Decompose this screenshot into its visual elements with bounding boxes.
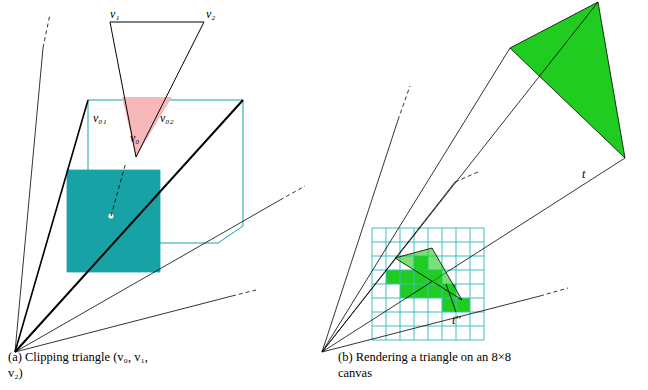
grid-line xyxy=(372,340,484,341)
pixel xyxy=(400,270,414,284)
vertex-label: v₀ xyxy=(130,132,140,145)
far-plane xyxy=(88,100,243,226)
label-text: t xyxy=(582,167,585,181)
pixel xyxy=(414,284,428,298)
pixel xyxy=(400,284,414,298)
frustum-edge xyxy=(322,120,398,352)
frustum-edge xyxy=(15,100,243,352)
vertex-label: v₂ xyxy=(206,8,216,21)
projection-ray xyxy=(322,158,625,352)
label-text: v₂ xyxy=(206,7,216,21)
leader-line xyxy=(446,284,456,312)
pixel xyxy=(386,270,400,284)
figure-b xyxy=(322,2,625,352)
vertex-label: v₀₂ xyxy=(160,112,174,125)
frustum-edge xyxy=(322,296,540,352)
subfigure-caption: (b) Rendering a triangle on an 8×8 canva… xyxy=(338,350,528,381)
frustum-edge xyxy=(15,296,232,352)
figure-a xyxy=(15,14,305,352)
label-text: (b) Rendering a triangle on an 8×8 canva… xyxy=(338,350,511,380)
frustum-edge xyxy=(232,290,256,296)
pixel xyxy=(456,298,470,312)
vertex-label: v₁ xyxy=(110,8,120,21)
projection-ray xyxy=(322,48,510,352)
triangle-t xyxy=(510,2,625,158)
frustum-edge xyxy=(398,86,410,120)
triangle-label: t xyxy=(582,168,585,181)
grid-line xyxy=(372,228,484,229)
frustum-edge xyxy=(455,172,478,182)
frustum-edge xyxy=(43,14,50,48)
view-axis xyxy=(111,162,126,216)
near-plane xyxy=(67,170,160,272)
grid-line xyxy=(372,298,484,299)
triangle-t2 xyxy=(395,248,462,300)
clipped-part xyxy=(122,97,172,157)
frustum-edge xyxy=(280,186,305,200)
frustum-edge xyxy=(15,100,88,352)
vertex-label: v₀₁ xyxy=(93,112,107,125)
grid-line xyxy=(372,242,484,243)
grid-line xyxy=(372,312,484,313)
subfigure-caption: (a) Clipping triangle (v₀, v₁, v₂) xyxy=(8,350,148,381)
label-text: t′′ xyxy=(452,313,461,327)
label-text: v₀₂ xyxy=(160,111,174,125)
label-text: (a) Clipping triangle (v₀, v₁, v₂) xyxy=(8,350,148,380)
triangle-label: t′′ xyxy=(452,314,461,327)
label-text: v₀₁ xyxy=(93,111,107,125)
triangle xyxy=(110,22,204,157)
label-text: v₁ xyxy=(110,7,120,21)
grid-line xyxy=(372,326,484,327)
frustum-edge xyxy=(540,288,568,296)
projection-ray xyxy=(322,2,598,352)
frustum-edge xyxy=(15,200,280,352)
label-text: v₀ xyxy=(130,131,140,145)
